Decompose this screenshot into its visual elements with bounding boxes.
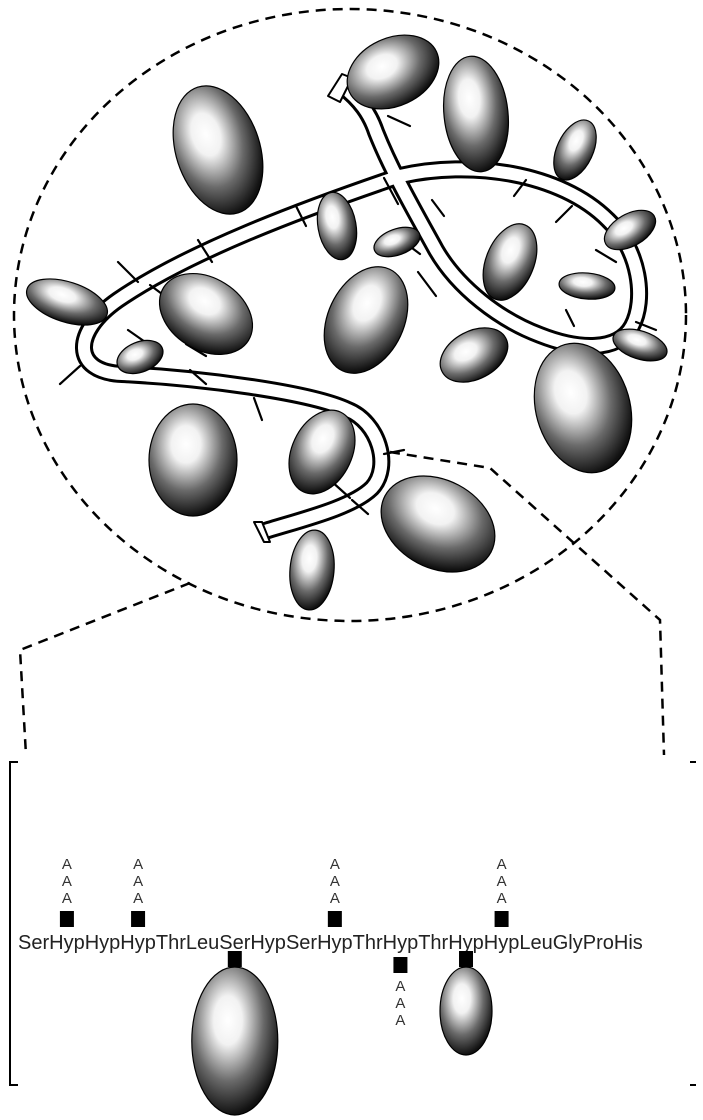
residue-label: Ser [286,932,317,954]
residue-label: Hyp [120,932,156,954]
residue-label: Hyp [49,932,85,954]
residue-label: Hyp [250,932,286,954]
arabinose-label: A [395,978,405,995]
galactose-anchor [131,911,145,927]
arabinose-label: A [395,1012,405,1029]
galactose-anchor [60,911,74,927]
tick [566,310,574,326]
polysaccharide-blob [287,528,338,612]
polysaccharide-blobs [21,21,671,612]
residue-label: Leu [186,932,219,954]
polysaccharide-attachment [440,967,492,1055]
tick [596,250,616,262]
residue-label: Thr [418,932,448,954]
arabinose-label: A [330,890,340,907]
callout-connector-left [20,583,190,755]
arabinose-label: A [133,856,143,873]
galactose-anchor [328,911,342,927]
residue-label: Thr [156,932,186,954]
residue-label: Hyp [383,932,419,954]
tick [556,206,572,222]
galactose-anchor [459,951,473,967]
arabinose-label: A [330,856,340,873]
arabinose-label: A [62,856,72,873]
arabinose-label: A [133,873,143,890]
galactose-anchor [495,911,509,927]
polysaccharide-blob [149,404,237,516]
residue-label: Leu [519,932,552,954]
arabinose-label: A [395,995,405,1012]
polysaccharide-blob [431,317,517,393]
residue-label: Ser [219,932,250,954]
residue-label: Thr [353,932,383,954]
residue-label: Hyp [317,932,353,954]
residue-label: Hyp [484,932,520,954]
tick [60,366,80,384]
polysaccharide-attachment [192,967,278,1115]
tick [388,116,410,126]
residue-label: His [614,932,643,954]
sequence-bracket [10,762,696,1085]
tick [432,200,444,216]
residue-label: Hyp [85,932,121,954]
tick [418,272,436,296]
arabinose-label: A [497,890,507,907]
arabinose-label: A [330,873,340,890]
polysaccharide-blob [308,253,424,387]
arabinose-label: A [62,873,72,890]
tick [254,398,262,420]
polysaccharide-blob [158,74,279,225]
arabinose-label: A [497,873,507,890]
galactose-anchor [228,951,242,967]
arabinose-label: A [133,890,143,907]
residue-label: Gly [553,932,583,954]
polysaccharide-blob [438,53,514,175]
residue-label: Ser [18,932,49,954]
residue-label: Hyp [448,932,484,954]
galactose-anchor [393,957,407,973]
residue-label: Pro [583,932,614,954]
tick [118,262,138,282]
arabinose-label: A [62,890,72,907]
arabinose-label: A [497,856,507,873]
bracket-left [10,762,18,1085]
polysaccharide-blob [545,113,605,186]
polysaccharide-blob [558,271,616,302]
